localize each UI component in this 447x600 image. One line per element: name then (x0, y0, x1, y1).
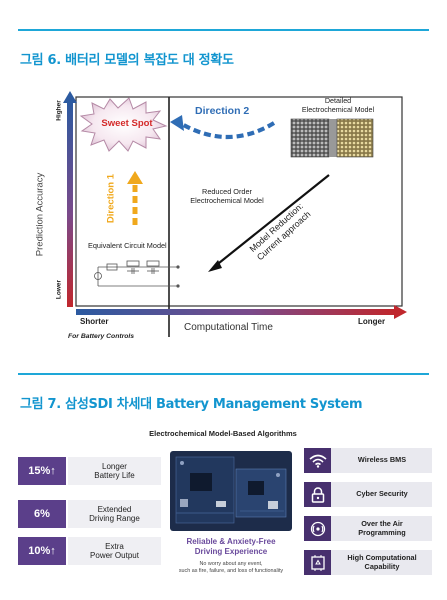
feature-computational-capability: High Computational Capability (304, 550, 432, 575)
detailed-model-label: Detailed Electrochemical Model (301, 96, 375, 114)
detailed-model-image-right (336, 118, 374, 158)
detailed-model-image-left (290, 118, 330, 158)
benefit-value: 6% (18, 500, 66, 528)
benefit-value: 15%↑ (18, 457, 66, 485)
lock-icon (304, 482, 331, 507)
sweet-spot-burst (79, 97, 168, 152)
y-axis-label: Prediction Accuracy (34, 172, 46, 257)
benefit-label: Longer Battery Life (68, 457, 161, 485)
feature-label: Cyber Security (356, 489, 408, 499)
benefit-label: Extended Driving Range (68, 500, 161, 528)
figure7-heading: Electrochemical Model-Based Algorithms (149, 429, 297, 438)
ota-icon (304, 516, 331, 541)
detailed-model-separator (329, 119, 337, 157)
y-axis-bar (67, 101, 73, 307)
figure6-title: 그림 6. 배터리 모델의 복잡도 대 정확도 (20, 53, 234, 68)
y-axis-high-label: Higher (55, 100, 63, 121)
feature-cyber-security: Cyber Security (304, 482, 432, 507)
y-axis-arrowhead (63, 91, 77, 103)
feature-label: High Computational Capability (347, 553, 417, 571)
x-axis-arrowhead (394, 305, 407, 319)
direction-2-label: Direction 2 (195, 105, 250, 117)
feature-label: Wireless BMS (357, 455, 407, 465)
figure6-diagram: Prediction Accuracy Higher Lower Shorter… (32, 89, 410, 345)
benefit-power-output: 10%↑ Extra Power Output (18, 537, 161, 565)
benefit-driving-range: 6% Extended Driving Range (18, 500, 161, 528)
model-reduction-arrowhead (208, 260, 222, 272)
sweet-spot-label: Sweet Spot (101, 118, 153, 129)
x-axis-long-label: Longer (358, 317, 386, 326)
model-reduction-arrow (213, 174, 330, 268)
middle-rule (18, 373, 429, 375)
feature-label: Over the Air Programming (358, 519, 406, 537)
reduced-model-label: Reduced Order Electrochemical Model (190, 187, 264, 206)
plot-frame (75, 96, 403, 307)
bms-board-image (170, 451, 292, 531)
x-axis-bar (76, 309, 394, 315)
figure7-title: 그림 7. 삼성SDI 차세대 Battery Management Syste… (20, 397, 363, 412)
benefit-value: 10%↑ (18, 537, 66, 565)
center-caption: Reliable & Anxiety-Free Driving Experien… (186, 537, 276, 556)
feature-ota-programming: Over the Air Programming (304, 516, 432, 541)
wifi-icon (304, 448, 331, 473)
chip-icon (304, 550, 331, 575)
x-axis-short-label: Shorter (80, 317, 109, 326)
equivalent-model-label: Equivalent Circuit Model (88, 241, 167, 250)
direction-1-label: Direction 1 (105, 173, 117, 224)
x-axis-note: For Battery Controls (68, 333, 135, 340)
y-axis-low-label: Lower (55, 279, 63, 300)
benefit-battery-life: 15%↑ Longer Battery Life (18, 457, 161, 485)
center-subcaption: No worry about any event, such as fire, … (178, 561, 284, 575)
benefit-label: Extra Power Output (68, 537, 161, 565)
direction-2-arrowhead (170, 115, 184, 131)
direction-2-arrow (178, 121, 276, 139)
direction-1-arrowhead (127, 171, 143, 184)
top-rule (18, 29, 429, 31)
figure6-graphics (63, 91, 407, 337)
figure7-infographic: Electrochemical Model-Based Algorithms 1… (12, 421, 434, 591)
circuit-sketch (94, 260, 180, 288)
feature-wireless-bms: Wireless BMS (304, 448, 432, 473)
x-axis-label: Computational Time (184, 322, 273, 333)
